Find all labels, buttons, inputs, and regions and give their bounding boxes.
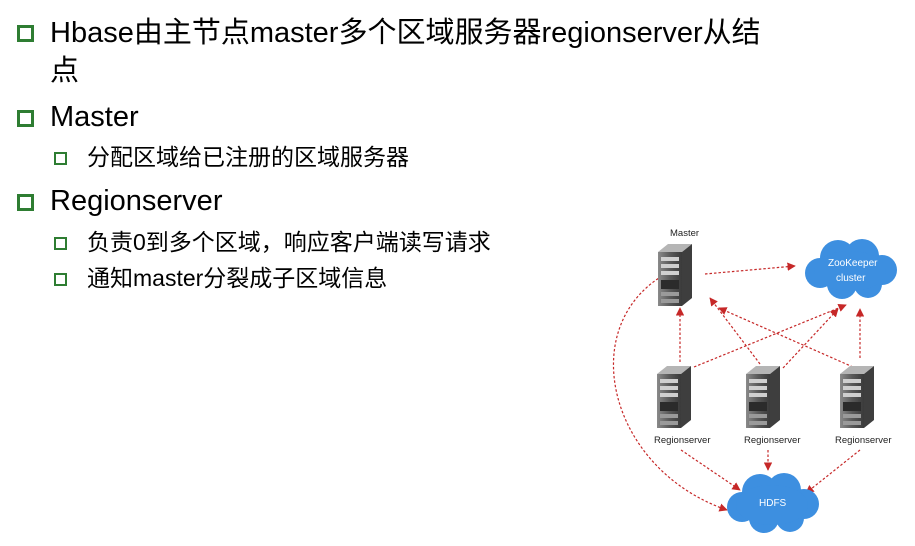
zookeeper-label-line1: ZooKeeper [828, 258, 878, 269]
zookeeper-cloud-icon [805, 239, 897, 299]
bullet-marker [17, 25, 34, 42]
regionserver-bullet-title: Regionserver [50, 185, 223, 217]
sub-bullet-marker [54, 237, 67, 250]
sub-bullet-marker [54, 273, 67, 286]
regionserver-icon [746, 366, 780, 428]
sub-bullet-marker [54, 152, 67, 165]
regionserver-sub-item: 负责0到多个区域，响应客户端读写请求 [87, 229, 491, 255]
regionserver-icon [840, 366, 874, 428]
bullet-marker [17, 110, 34, 127]
master-server-icon [658, 244, 692, 306]
zookeeper-label-line2: cluster [836, 273, 866, 284]
regionserver-label: Regionserver [744, 435, 801, 446]
master-sub-item: 分配区域给已注册的区域服务器 [87, 144, 409, 170]
regionserver-label: Regionserver [835, 435, 892, 446]
bullet-marker [17, 194, 34, 211]
regionserver-icon [657, 366, 691, 428]
regionserver-sub-item: 通知master分裂成子区域信息 [87, 265, 388, 291]
hbase-bullet-line2: 点 [50, 55, 80, 87]
hbase-architecture-diagram: Master ZooKeeper cluster Regionserver Re… [613, 228, 897, 533]
master-bullet-title: Master [50, 101, 139, 133]
regionserver-label: Regionserver [654, 435, 711, 446]
master-node-label: Master [670, 228, 699, 239]
connection-arrows [613, 262, 865, 512]
hbase-bullet-line1: Hbase由主节点master多个区域服务器regionserver从结 [50, 17, 761, 49]
hdfs-label: HDFS [759, 498, 787, 509]
